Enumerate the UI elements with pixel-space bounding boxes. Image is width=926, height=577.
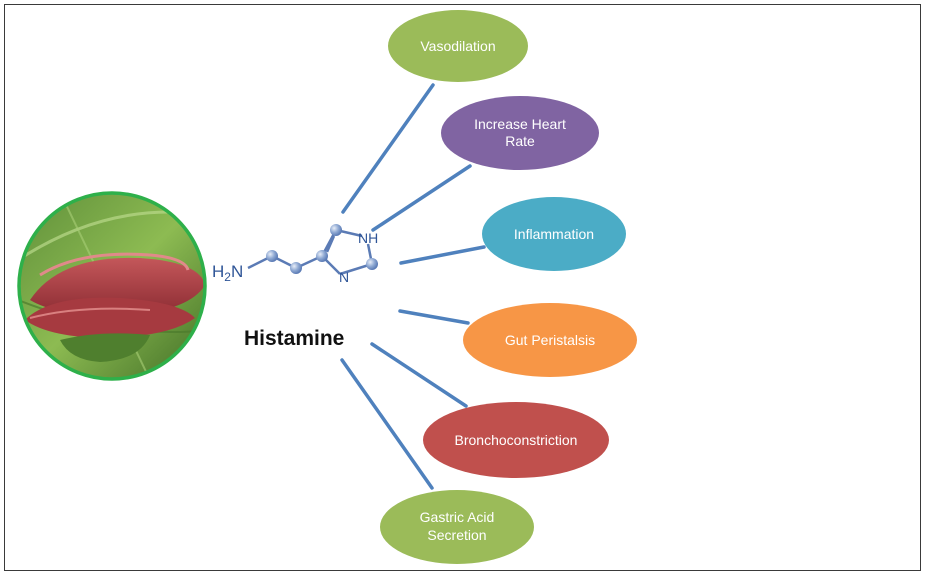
atom xyxy=(316,250,328,262)
effect-node-increase-heart-rate: Increase Heart Rate xyxy=(441,96,599,170)
effect-node-gut-peristalsis: Gut Peristalsis xyxy=(463,303,637,377)
effect-label: Increase Heart xyxy=(474,116,566,132)
food-image xyxy=(17,191,207,381)
effect-label: Gut Peristalsis xyxy=(505,332,595,348)
connector-bronchoconstriction xyxy=(370,342,468,408)
effect-node-bronchoconstriction: Bronchoconstriction xyxy=(423,402,609,478)
connector-heart-rate xyxy=(371,164,472,232)
effect-label-line2: Secretion xyxy=(427,527,486,543)
diagram-title: Histamine xyxy=(244,327,345,350)
connector-lines xyxy=(340,83,486,490)
connector-gut-peristalsis xyxy=(398,309,470,325)
atom xyxy=(366,258,378,270)
effect-node-gastric-acid-secretion: Gastric Acid Secretion xyxy=(380,490,534,564)
connector-inflammation xyxy=(399,245,486,265)
effect-nodes: Vasodilation Increase Heart Rate Inflamm… xyxy=(380,10,637,564)
effect-label: Vasodilation xyxy=(420,38,495,54)
amine-group-label: H2N xyxy=(212,262,243,284)
atom xyxy=(266,250,278,262)
connector-gastric-acid xyxy=(340,358,434,490)
connector-vasodilation xyxy=(341,83,435,214)
effect-label: Inflammation xyxy=(514,226,594,242)
effect-label-line2: Rate xyxy=(505,133,535,149)
effect-node-vasodilation: Vasodilation xyxy=(388,10,528,82)
effect-node-inflammation: Inflammation xyxy=(482,197,626,271)
atom xyxy=(330,224,342,236)
effect-label: Gastric Acid xyxy=(420,509,495,525)
atom xyxy=(290,262,302,274)
histamine-molecule: H2N N NH xyxy=(212,224,378,285)
ring-nh-label: NH xyxy=(358,230,378,246)
food-image-border xyxy=(17,191,207,381)
ring-nitrogen-label: N xyxy=(339,269,349,285)
effect-label: Bronchoconstriction xyxy=(455,432,578,448)
